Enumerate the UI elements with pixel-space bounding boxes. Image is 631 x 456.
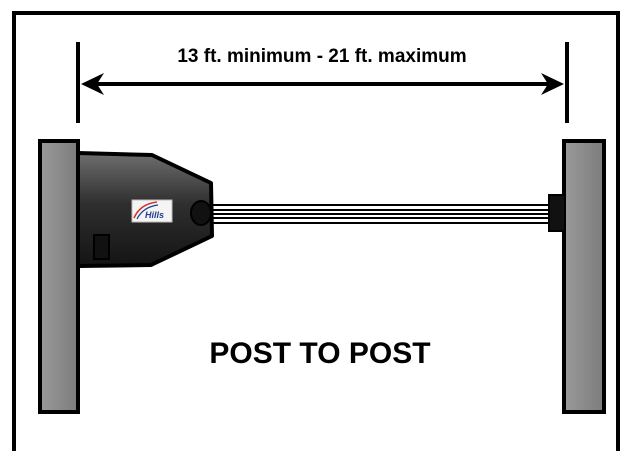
caption: POST TO POST bbox=[209, 337, 430, 370]
dimension-label: 13 ft. minimum - 21 ft. maximum bbox=[177, 46, 466, 67]
wall-bracket bbox=[548, 194, 566, 232]
lock-tab bbox=[93, 234, 110, 260]
left-post bbox=[38, 139, 80, 414]
arrowhead-right bbox=[541, 73, 564, 95]
clothesline-lines bbox=[211, 204, 553, 224]
right-post bbox=[562, 139, 606, 414]
dimension-arrow bbox=[81, 73, 564, 95]
logo-swoosh bbox=[133, 201, 158, 219]
hills-logo: Hills bbox=[131, 199, 173, 223]
outer-frame bbox=[12, 11, 620, 451]
logo-text: Hills bbox=[145, 210, 164, 220]
outlet-knob bbox=[190, 200, 212, 226]
arrowhead-left bbox=[81, 73, 104, 95]
